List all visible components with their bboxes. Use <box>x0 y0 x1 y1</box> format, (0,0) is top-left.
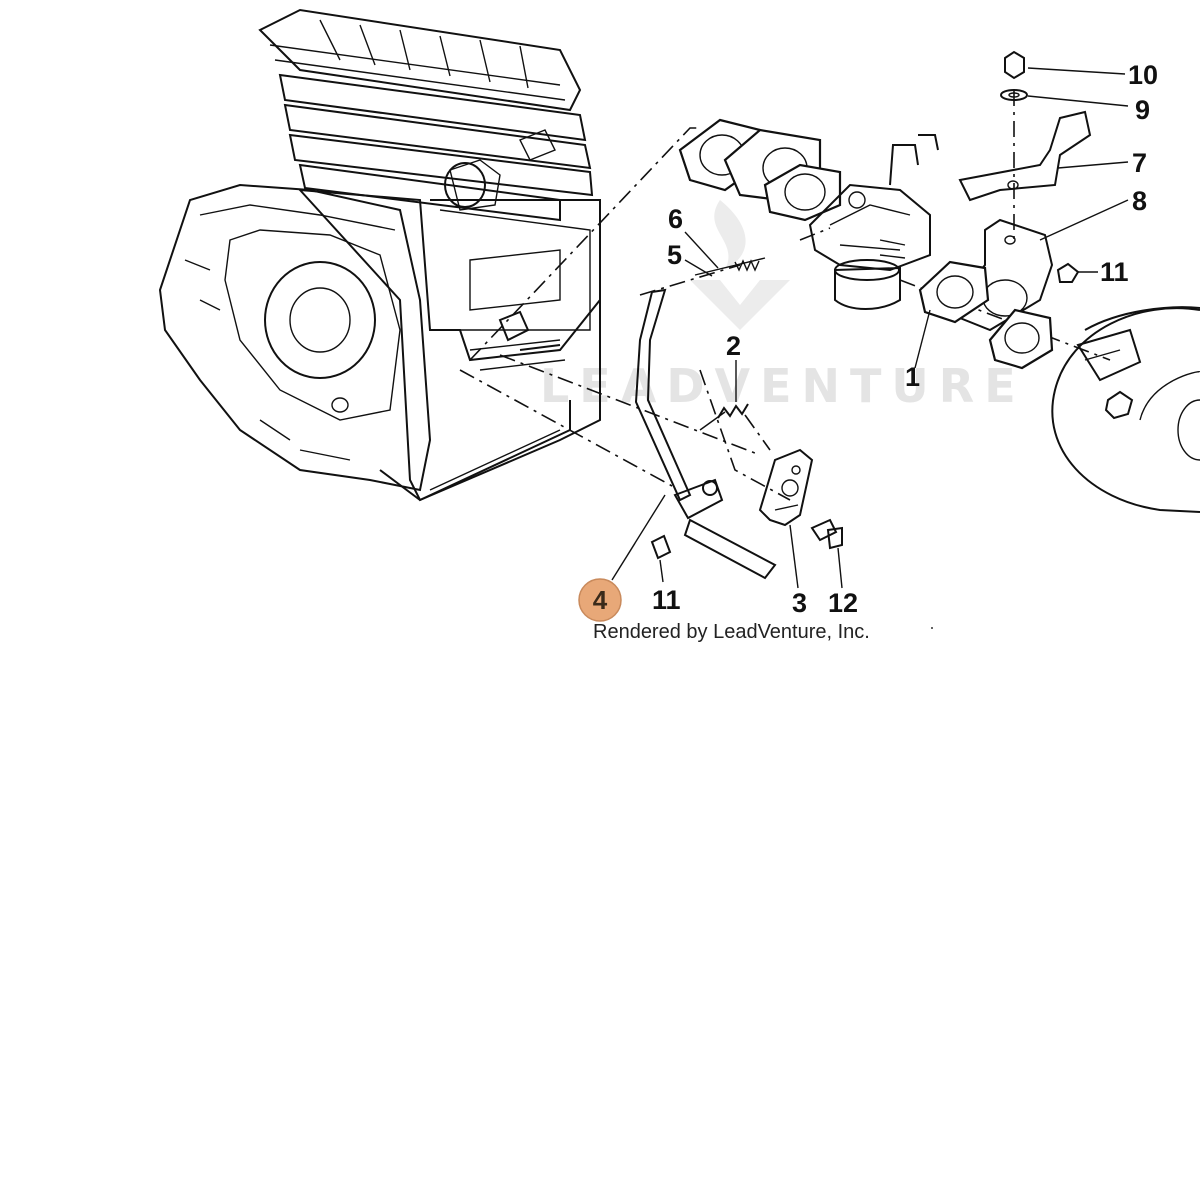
watermark-logo: LEADVENTURE <box>540 200 1026 413</box>
part-label-3: 3 <box>792 588 807 618</box>
part-label-11-right: 11 <box>1100 257 1129 287</box>
gasket-right <box>988 308 1054 370</box>
governor-arm <box>634 288 777 580</box>
part-label-9: 9 <box>1135 95 1150 125</box>
part-label-11-lower: 11 <box>652 585 681 615</box>
engine-block <box>158 8 601 502</box>
nut-11-lower <box>650 534 672 560</box>
carburetor <box>808 134 939 310</box>
part-label-12: 12 <box>828 588 858 618</box>
highlighted-part-4[interactable]: 4 <box>578 578 622 622</box>
part-label-7: 7 <box>1132 148 1147 178</box>
part-label-8: 8 <box>1132 186 1147 216</box>
part-label-5: 5 <box>667 240 682 270</box>
washer-9 <box>1000 89 1028 101</box>
bracket-7 <box>958 110 1092 202</box>
credit-text: Rendered by LeadVenture, Inc. <box>593 621 870 643</box>
intake-gaskets <box>678 118 842 222</box>
part-label-10: 10 <box>1128 60 1158 90</box>
bolt-12 <box>810 518 843 550</box>
part-label-2: 2 <box>726 331 741 361</box>
leader-lines <box>611 67 1129 589</box>
stray-dot <box>931 627 933 629</box>
muffler <box>1051 306 1200 513</box>
spring-2 <box>699 403 749 431</box>
highlight-circle[interactable] <box>578 578 622 622</box>
gasket-1 <box>918 260 990 324</box>
part-label-6: 6 <box>668 204 683 234</box>
bracket-3 <box>758 448 814 527</box>
watermark-text: LEADVENTURE <box>540 359 1026 413</box>
bolt-10 <box>1004 50 1025 80</box>
part-label-1: 1 <box>905 362 920 392</box>
nut-11-right <box>1056 262 1080 283</box>
part-labels: 10 9 7 8 6 5 11 2 1 11 3 12 <box>652 60 1158 618</box>
part-label-4[interactable]: 4 <box>593 585 608 615</box>
